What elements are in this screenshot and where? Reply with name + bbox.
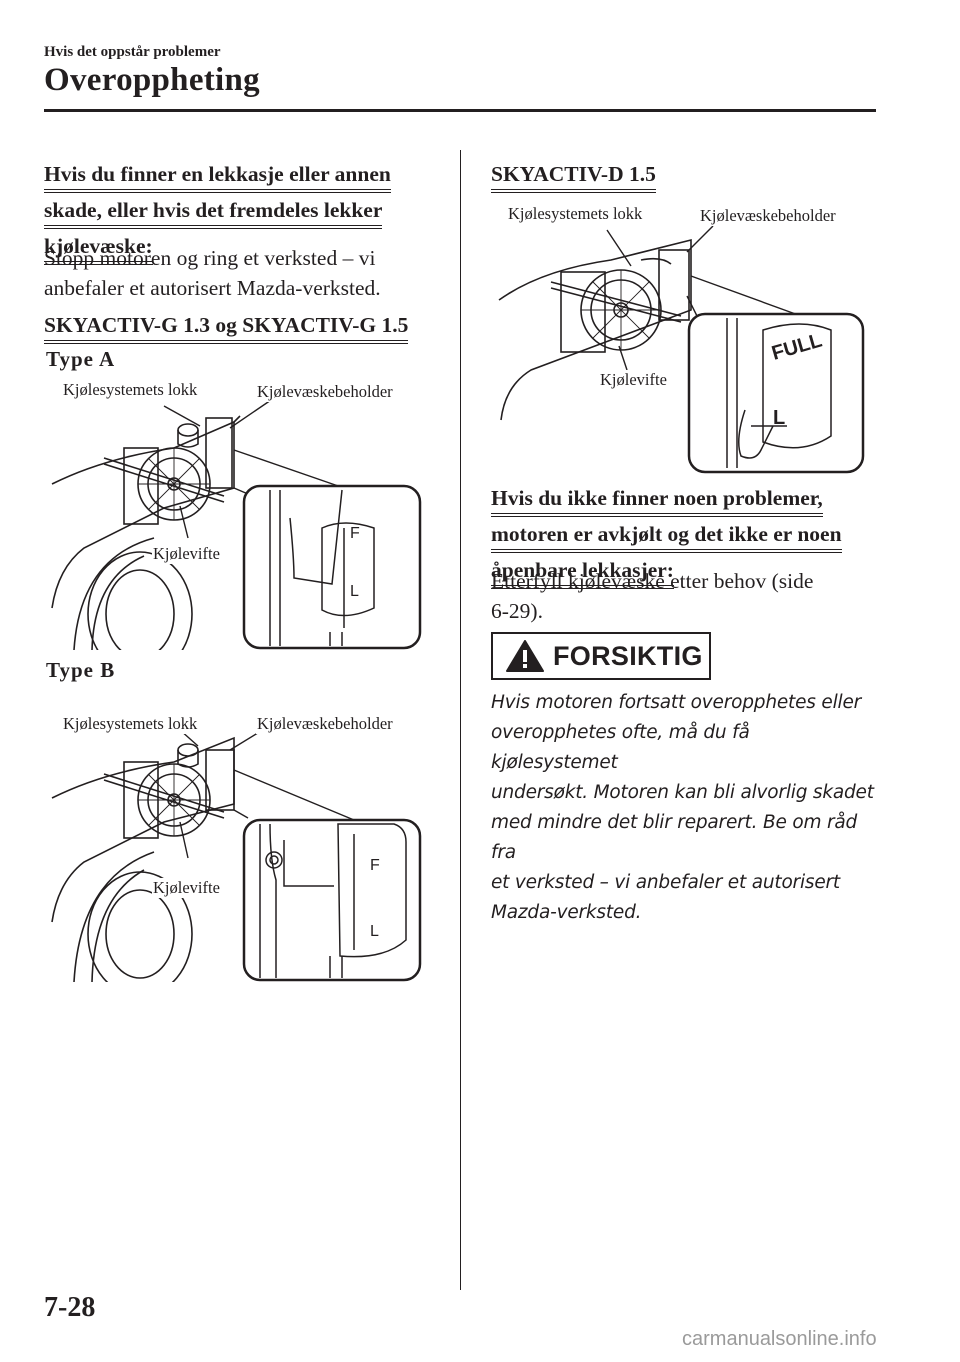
engine-heading-g: SKYACTIV-G 1.3 og SKYACTIV-G 1.5 [44, 311, 409, 347]
caution-box: FORSIKTIG [491, 632, 711, 680]
figure-type-b: F L Kjølesystemets lokk Kjølevæskebehold… [44, 710, 434, 982]
label-cap-a: Kjølesystemets lokk [62, 380, 199, 400]
caution-label: FORSIKTIG [553, 640, 703, 671]
engine-heading-g-text: SKYACTIV-G 1.3 og SKYACTIV-G 1.5 [44, 311, 409, 344]
column-divider [460, 150, 461, 1290]
engine-heading-d: SKYACTIV-D 1.5 [491, 160, 656, 196]
ok-heading-line-3: åpenbare lekkasjer: [491, 556, 674, 589]
page-number: 7-28 [44, 1292, 96, 1323]
caution-line-6: Mazda-verksted. [491, 902, 642, 923]
leak-body: Stopp motoren og ring et verksted – vi a… [44, 243, 444, 303]
caution-line-1: Hvis motoren fortsatt overopphetes eller [491, 692, 862, 713]
figure-type-a: F L Kjølesystemets lokk Kjølevæskebehold… [44, 378, 434, 650]
cooling-system-illustration-b: F L [51, 727, 422, 982]
f-mark-a: F [350, 525, 360, 542]
warning-icon [506, 640, 544, 672]
l-mark-a: L [350, 583, 359, 600]
title-rule [44, 109, 876, 112]
leak-heading-line-2: skade, eller hvis det fremdeles lekker [44, 196, 383, 229]
leak-heading: Hvis du finner en lekkasje eller annen s… [44, 160, 444, 268]
f-mark-b: F [370, 857, 380, 874]
leak-heading-line-3: kjølevæske: [44, 232, 153, 265]
label-cap-b: Kjølesystemets lokk [62, 714, 199, 734]
section-kicker: Hvis det oppstår problemer [44, 44, 221, 60]
page-title: Overoppheting [44, 62, 260, 98]
caution-line-3: undersøkt. Motoren kan bli alvorlig skad… [491, 782, 874, 803]
l-mark-b: L [370, 923, 379, 940]
label-fan-d: Kjølevifte [599, 370, 668, 390]
ok-body-line-1: Etterfyll kjølevæske etter behov (side [491, 569, 814, 593]
label-fan-b: Kjølevifte [152, 878, 221, 898]
engine-heading-d-text: SKYACTIV-D 1.5 [491, 160, 656, 193]
type-b-label: Type B [46, 658, 116, 682]
caution-text: Hvis motoren fortsatt overopphetes eller… [491, 688, 881, 928]
ok-body: Etterfyll kjølevæske etter behov (side 6… [491, 566, 891, 626]
figure-diesel: FULL L Kjølesystemets lokk Kjølevæskebeh… [491, 200, 875, 476]
cooling-system-illustration-a: F L [51, 397, 422, 650]
label-reservoir-d: Kjølevæskebeholder [699, 206, 837, 226]
l-mark-d: L [773, 407, 785, 429]
label-cap-d: Kjølesystemets lokk [507, 204, 644, 224]
label-reservoir-a: Kjølevæskebeholder [256, 382, 394, 402]
caution-line-4: med mindre det blir reparert. Be om råd … [491, 812, 858, 863]
label-fan-a: Kjølevifte [152, 544, 221, 564]
cooling-system-illustration-d: FULL L [498, 225, 865, 474]
label-reservoir-b: Kjølevæskebeholder [256, 714, 394, 734]
leak-body-line-2: anbefaler et autorisert Mazda-verksted. [44, 276, 381, 300]
leak-body-line-1: Stopp motoren og ring et verksted – vi [44, 246, 376, 270]
leak-heading-line-1: Hvis du finner en lekkasje eller annen [44, 160, 391, 193]
ok-heading-line-2: motoren er avkjølt og det ikke er noen [491, 520, 842, 553]
type-a-label: Type A [46, 347, 116, 371]
watermark: carmanualsonline.info [682, 1328, 877, 1350]
ok-heading-line-1: Hvis du ikke finner noen problemer, [491, 484, 823, 517]
ok-body-line-2: 6-29). [491, 599, 543, 623]
ok-heading: Hvis du ikke finner noen problemer, moto… [491, 484, 891, 592]
caution-line-5: et verksted – vi anbefaler et autorisert [491, 872, 840, 893]
caution-line-2: overopphetes ofte, må du få kjølesysteme… [491, 722, 750, 773]
